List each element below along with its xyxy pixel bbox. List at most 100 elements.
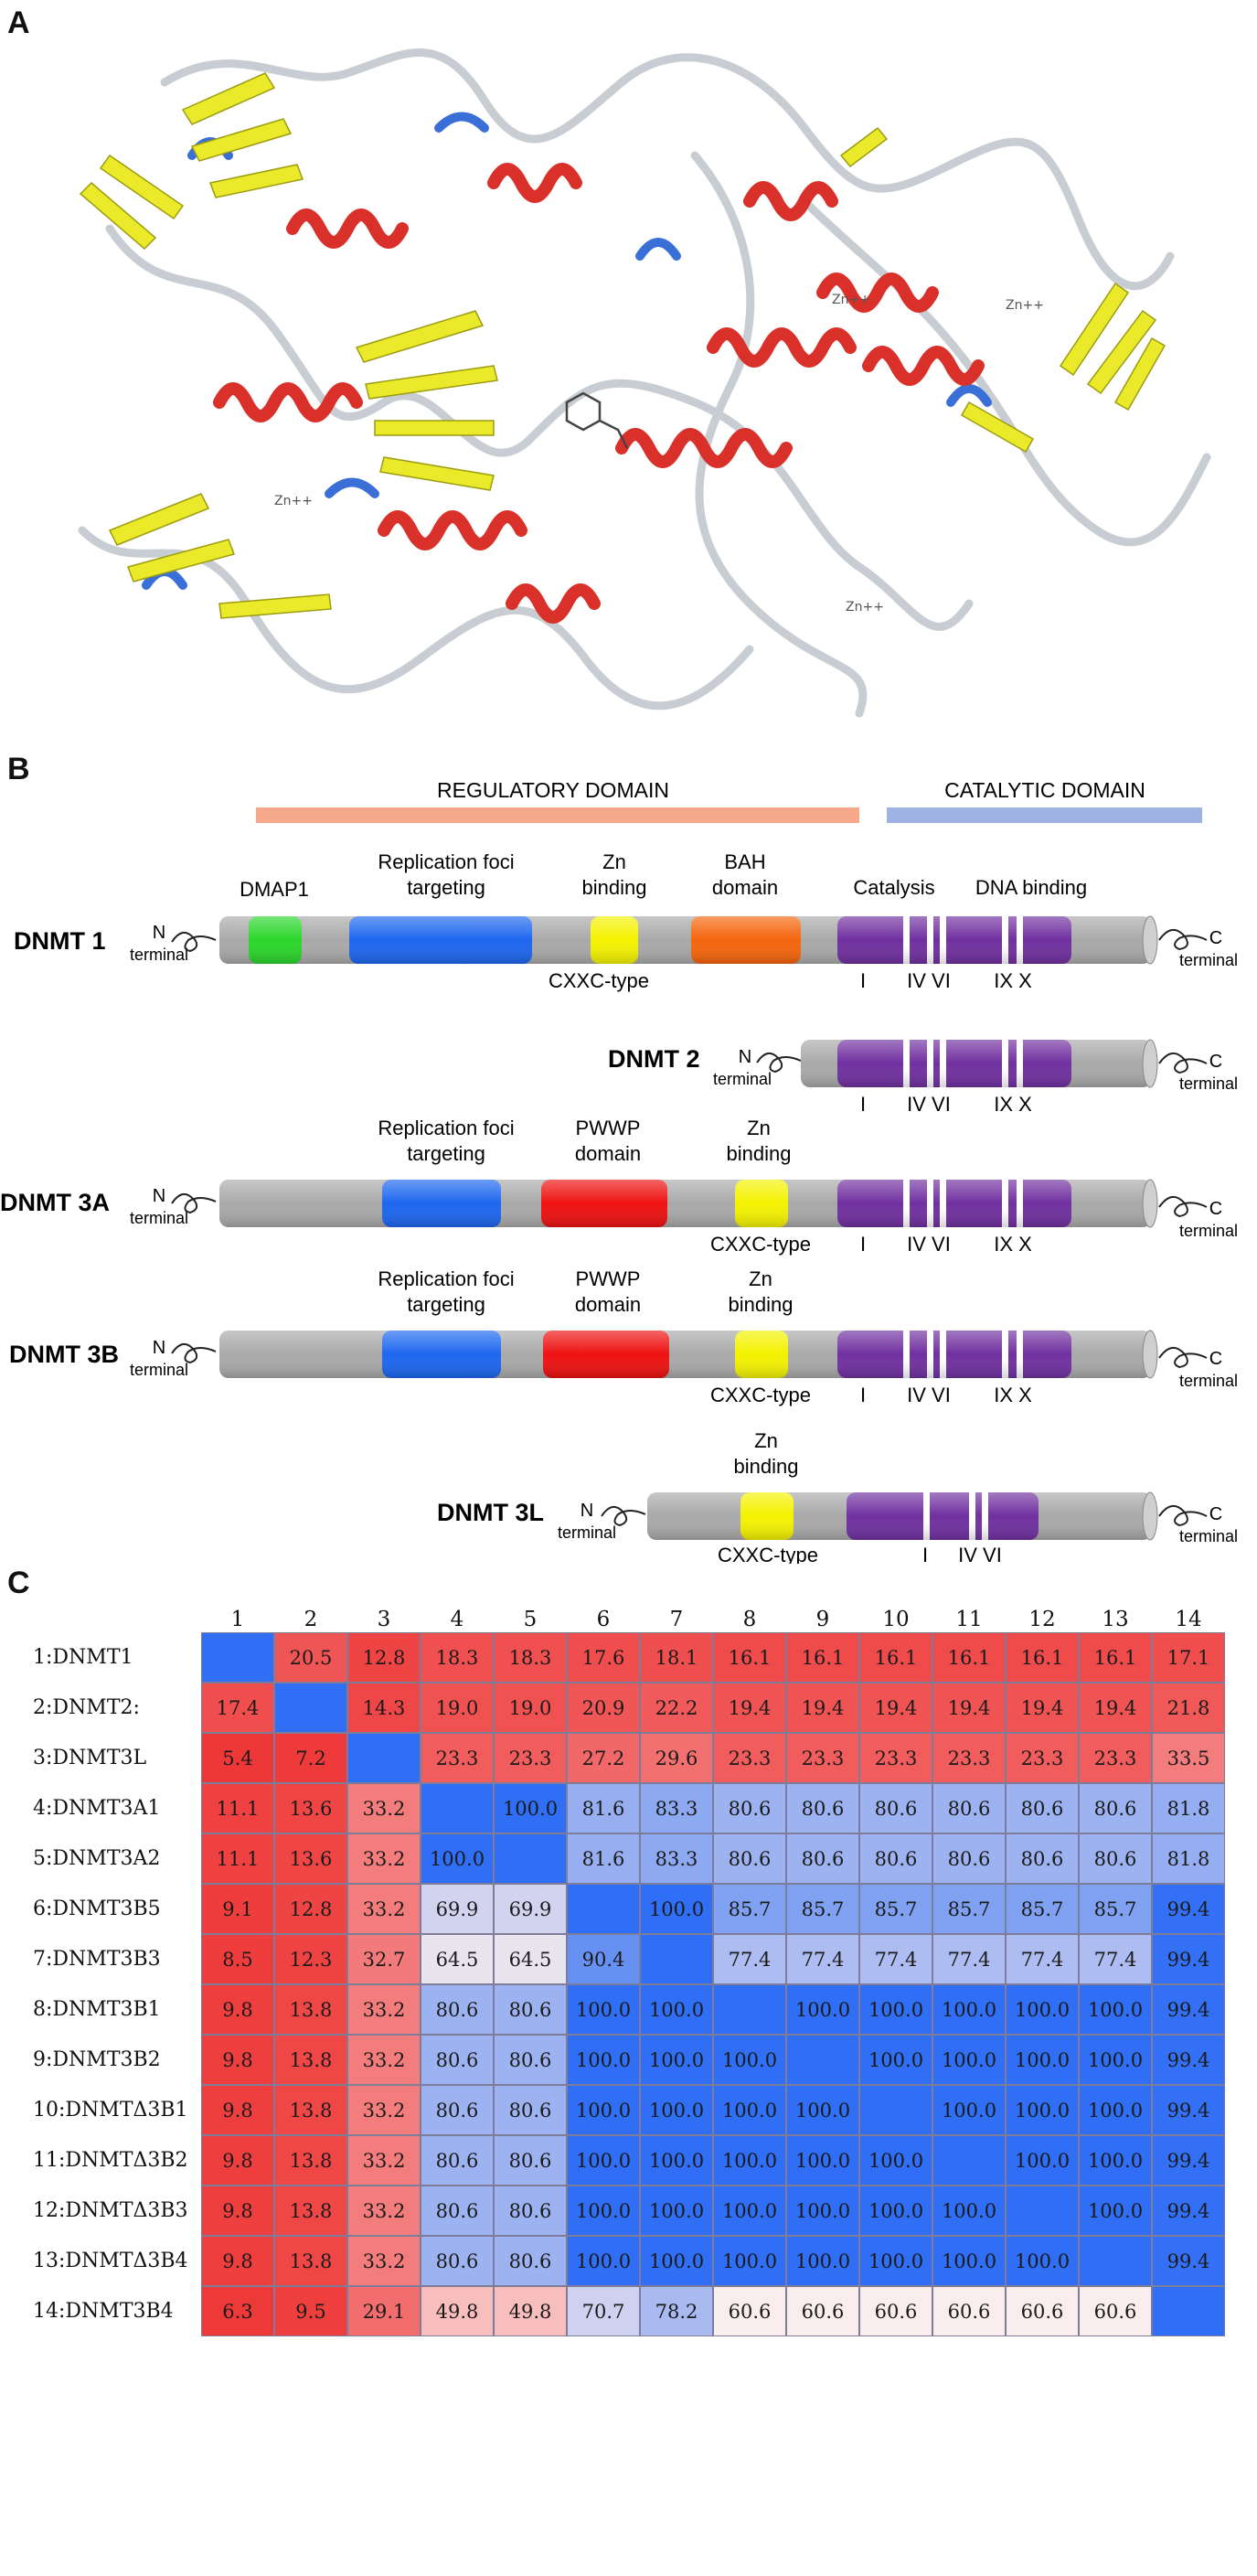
zn-label-2: binding bbox=[729, 1293, 794, 1316]
zn-ion-label: Zn++ bbox=[846, 600, 884, 615]
c-terminal-label: terminal bbox=[1179, 1222, 1238, 1240]
replication-label: Replication foci bbox=[378, 1117, 514, 1139]
matrix-cell: 9.8 bbox=[201, 2135, 274, 2186]
matrix-cell: 100.0 bbox=[932, 2085, 1006, 2135]
matrix-cell: 33.2 bbox=[347, 2135, 421, 2186]
column-header: 3 bbox=[377, 1608, 391, 1631]
catalysis-label: Catalysis bbox=[853, 876, 934, 899]
matrix-cell: 100.0 bbox=[713, 2085, 786, 2135]
matrix-cell bbox=[1079, 2236, 1152, 2286]
panel-a-label: A bbox=[7, 5, 30, 40]
row-header: 7:DNMT3B3 bbox=[33, 1948, 161, 1971]
motif-label: IV VI bbox=[907, 1384, 951, 1406]
matrix-cell: 13.8 bbox=[274, 1984, 347, 2035]
dnmt3b-protein: DNMT 3B N terminal C terminal Replicatio… bbox=[9, 1267, 1238, 1406]
matrix-cell bbox=[347, 1733, 421, 1783]
c-terminal-tail bbox=[1158, 929, 1208, 951]
row-header: 2:DNMT2: bbox=[33, 1696, 140, 1719]
matrix-cell: 85.7 bbox=[786, 1884, 859, 1934]
dnmt3a-protein: DNMT 3A N terminal C terminal Replicatio… bbox=[0, 1117, 1238, 1256]
matrix-cell: 12.8 bbox=[347, 1632, 421, 1683]
column-header: 14 bbox=[1175, 1608, 1202, 1631]
matrix-cell: 100.0 bbox=[932, 2186, 1006, 2236]
replication-label: Replication foci bbox=[378, 850, 514, 873]
matrix-cell: 16.1 bbox=[932, 1632, 1006, 1683]
matrix-cell: 83.3 bbox=[640, 1833, 713, 1884]
matrix-cell: 23.3 bbox=[786, 1733, 859, 1783]
bah-label-2: domain bbox=[712, 876, 778, 899]
zn-label: Zn bbox=[754, 1429, 778, 1452]
motif-label: IX X bbox=[994, 1384, 1032, 1406]
matrix-cell: 80.6 bbox=[786, 1833, 859, 1884]
matrix-cell: 77.4 bbox=[1006, 1934, 1079, 1984]
motif-label: IV VI bbox=[907, 1093, 951, 1116]
matrix-cell: 100.0 bbox=[786, 2085, 859, 2135]
n-terminal-label: terminal bbox=[130, 1361, 188, 1379]
matrix-cell: 19.4 bbox=[1079, 1683, 1152, 1733]
matrix-cell: 33.2 bbox=[347, 2085, 421, 2135]
panel-c-label: C bbox=[7, 1566, 30, 1600]
matrix-cell: 77.4 bbox=[713, 1934, 786, 1984]
matrix-cell: 99.4 bbox=[1152, 1984, 1225, 2035]
dnmt-domain-diagram: REGULATORY DOMAIN CATALYTIC DOMAIN DNMT … bbox=[0, 778, 1238, 1564]
n-terminal-n: N bbox=[153, 923, 165, 943]
matrix-cell: 80.6 bbox=[1006, 1833, 1079, 1884]
motif-label: IV VI bbox=[907, 1233, 951, 1256]
row-header: 6:DNMT3B5 bbox=[33, 1897, 161, 1920]
regulatory-domain-title: REGULATORY DOMAIN bbox=[437, 778, 669, 802]
matrix-cell: 19.4 bbox=[859, 1683, 932, 1733]
matrix-cell: 16.1 bbox=[1006, 1632, 1079, 1683]
matrix-cell: 33.2 bbox=[347, 1884, 421, 1934]
matrix-cell bbox=[1152, 2286, 1225, 2336]
matrix-cell bbox=[932, 2135, 1006, 2186]
matrix-cell: 85.7 bbox=[859, 1884, 932, 1934]
column-header: 2 bbox=[304, 1608, 318, 1631]
matrix-cell: 33.2 bbox=[347, 2186, 421, 2236]
c-terminal-c: C bbox=[1209, 928, 1222, 948]
matrix-cell: 100.0 bbox=[786, 2135, 859, 2186]
matrix-cell: 13.6 bbox=[274, 1833, 347, 1884]
matrix-cell: 16.1 bbox=[1079, 1632, 1152, 1683]
matrix-cell: 100.0 bbox=[1006, 2085, 1079, 2135]
matrix-cell: 29.6 bbox=[640, 1733, 713, 1783]
matrix-cell bbox=[201, 1632, 274, 1683]
row-header: 1:DNMT1 bbox=[33, 1646, 133, 1669]
motif-label: I bbox=[922, 1544, 928, 1564]
column-header: 8 bbox=[742, 1608, 757, 1631]
matrix-cell: 11.1 bbox=[201, 1833, 274, 1884]
matrix-cell: 13.8 bbox=[274, 2135, 347, 2186]
dnmt3b-name: DNMT 3B bbox=[9, 1341, 119, 1368]
dnmt1-name: DNMT 1 bbox=[14, 927, 106, 955]
row-header: 5:DNMT3A2 bbox=[33, 1847, 161, 1870]
matrix-cell: 23.3 bbox=[1079, 1733, 1152, 1783]
matrix-cell: 100.0 bbox=[567, 2085, 640, 2135]
dnmt2-name: DNMT 2 bbox=[608, 1045, 700, 1073]
dnmt3a-name: DNMT 3A bbox=[0, 1189, 110, 1216]
column-header: 1 bbox=[230, 1608, 245, 1631]
n-terminal-label: terminal bbox=[713, 1070, 772, 1088]
pwwp-label-2: domain bbox=[575, 1142, 641, 1165]
regulatory-domain-bar bbox=[256, 807, 859, 823]
matrix-cell: 19.4 bbox=[786, 1683, 859, 1733]
matrix-cell: 9.8 bbox=[201, 1984, 274, 2035]
zn-label-2: binding bbox=[734, 1455, 799, 1478]
matrix-cell: 80.6 bbox=[421, 1984, 494, 2035]
dnmt3l-protein: DNMT 3L N terminal C terminal Zn binding… bbox=[437, 1429, 1238, 1564]
matrix-cell: 9.8 bbox=[201, 2236, 274, 2286]
matrix-cell: 100.0 bbox=[713, 2135, 786, 2186]
column-header: 12 bbox=[1028, 1608, 1056, 1631]
motif-label: IX X bbox=[994, 969, 1032, 992]
matrix-cell: 100.0 bbox=[713, 2186, 786, 2236]
matrix-cell: 80.6 bbox=[494, 2085, 567, 2135]
row-header: 13:DNMTΔ3B4 bbox=[33, 2250, 188, 2272]
column-header: 11 bbox=[955, 1608, 983, 1631]
row-header: 3:DNMT3L bbox=[33, 1747, 147, 1769]
matrix-cell: 77.4 bbox=[1079, 1934, 1152, 1984]
zn-ion-label: Zn++ bbox=[274, 494, 313, 508]
zn-ion-label: Zn++ bbox=[1006, 298, 1044, 313]
matrix-cell: 100.0 bbox=[859, 1984, 932, 2035]
matrix-cell: 60.6 bbox=[1079, 2286, 1152, 2336]
c-terminal-c: C bbox=[1209, 1052, 1222, 1072]
matrix-cell: 19.4 bbox=[1006, 1683, 1079, 1733]
matrix-cell: 100.0 bbox=[713, 2035, 786, 2085]
